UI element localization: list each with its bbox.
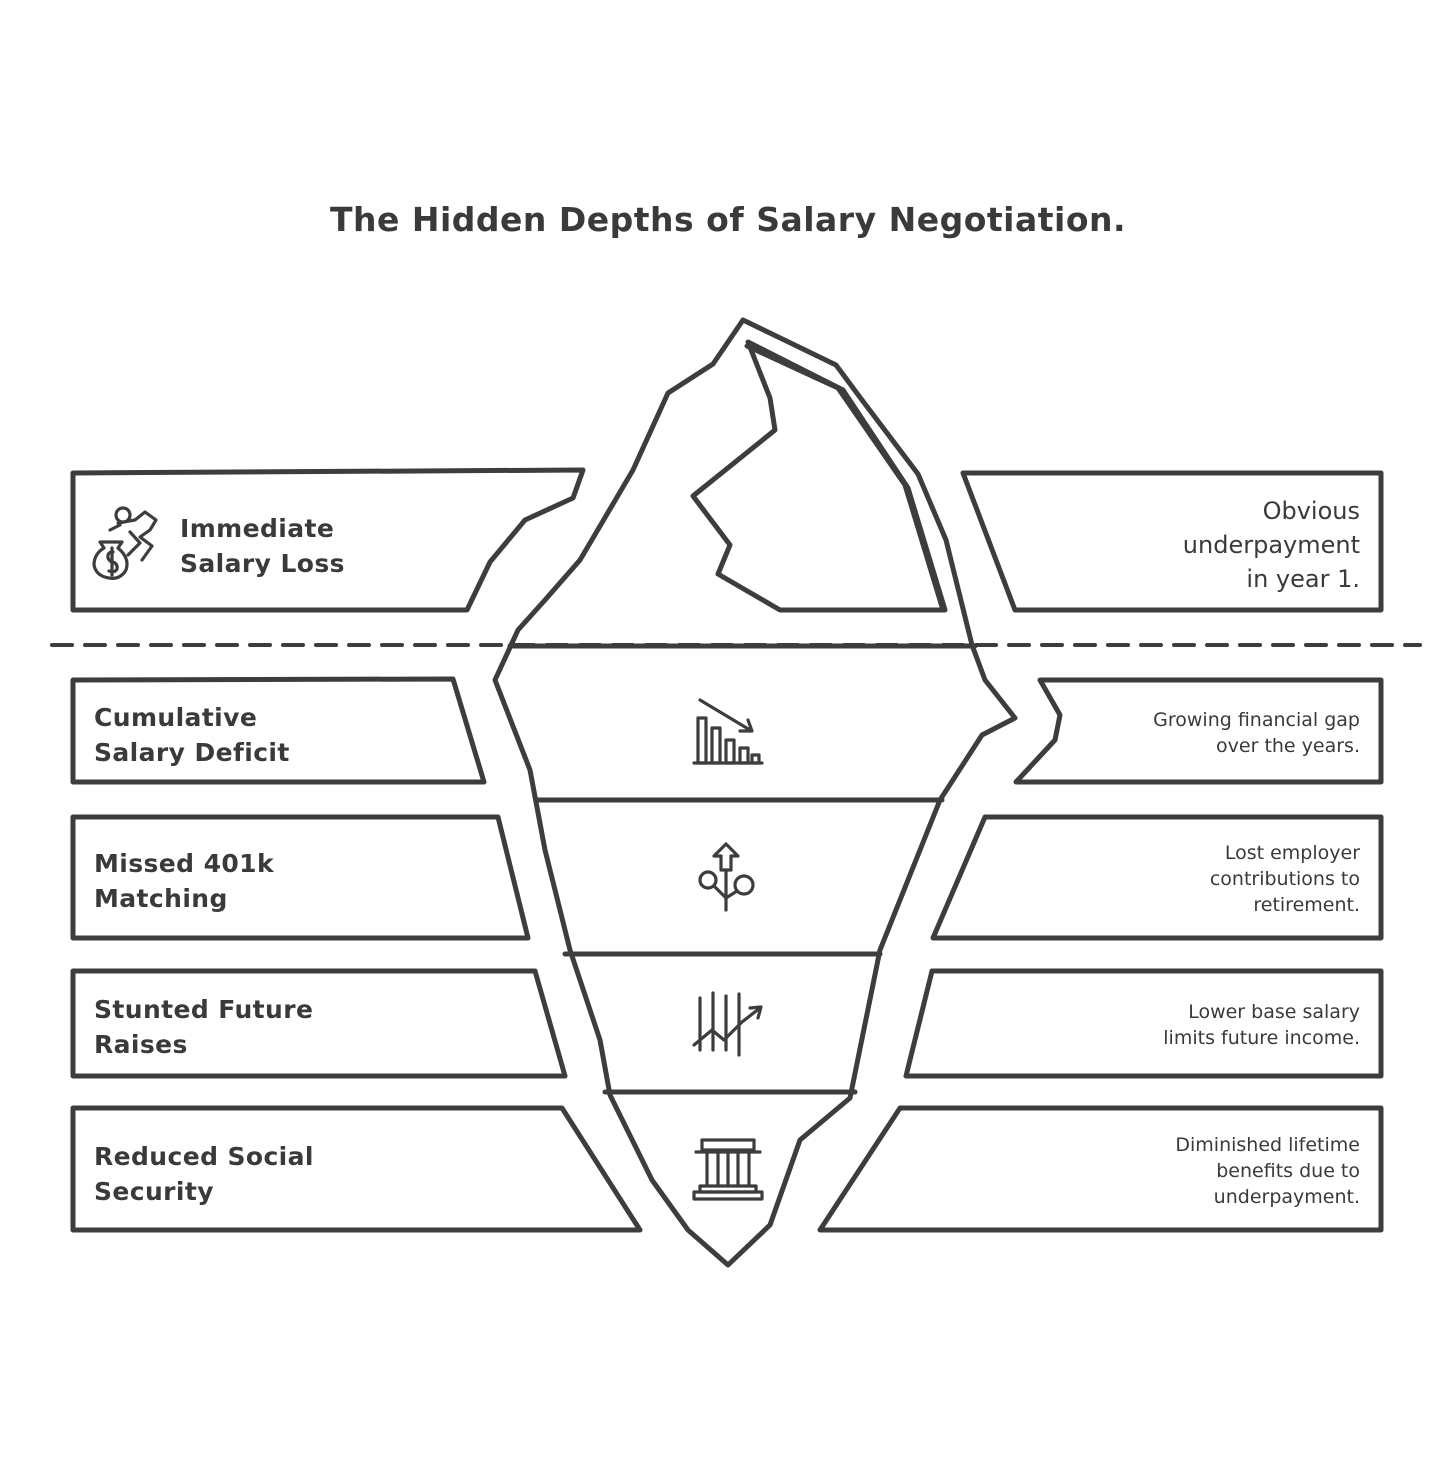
declining-bar-chart-icon [692, 698, 764, 765]
right-box-5 [817, 1105, 1384, 1233]
iceberg-ridge [744, 343, 946, 613]
layer-5-description: Diminished lifetime benefits due to unde… [1175, 1134, 1360, 1208]
diagram-title: The Hidden Depths of Salary Negotiation. [329, 200, 1127, 239]
right-box-4 [903, 968, 1384, 1079]
government-building-icon [692, 1138, 764, 1201]
layer-4-label: Stunted Future Raises [94, 995, 314, 1059]
left-box-2 [70, 676, 487, 785]
layer-1-description: Obvious underpayment in year 1. [1182, 497, 1360, 593]
layer-3-label: Missed 401k Matching [94, 849, 274, 913]
rising-trend-chart-icon [692, 991, 763, 1057]
layer-5-label: Reduced Social Security [94, 1142, 314, 1206]
growth-tree-arrow-icon [698, 842, 755, 912]
left-box-3 [70, 814, 531, 941]
layer-1-label: Immediate Salary Loss [180, 514, 345, 578]
right-box-1 [960, 470, 1384, 613]
layer-4-description: Lower base salary limits future income. [1163, 1001, 1360, 1049]
left-box-4 [70, 968, 568, 1079]
iceberg-outline [492, 317, 1018, 1268]
left-box-5 [70, 1105, 643, 1233]
layer-2-description: Growing financial gap over the years. [1153, 709, 1360, 757]
layer-3-description: Lost employer contributions to retiremen… [1209, 842, 1360, 916]
right-box-2 [1013, 677, 1384, 785]
right-box-3 [930, 814, 1384, 941]
iceberg-peak-facet [690, 339, 948, 613]
layer-2-label: Cumulative Salary Deficit [94, 703, 290, 767]
left-box-1 [70, 467, 586, 613]
money-bag-runner-icon [92, 506, 158, 580]
